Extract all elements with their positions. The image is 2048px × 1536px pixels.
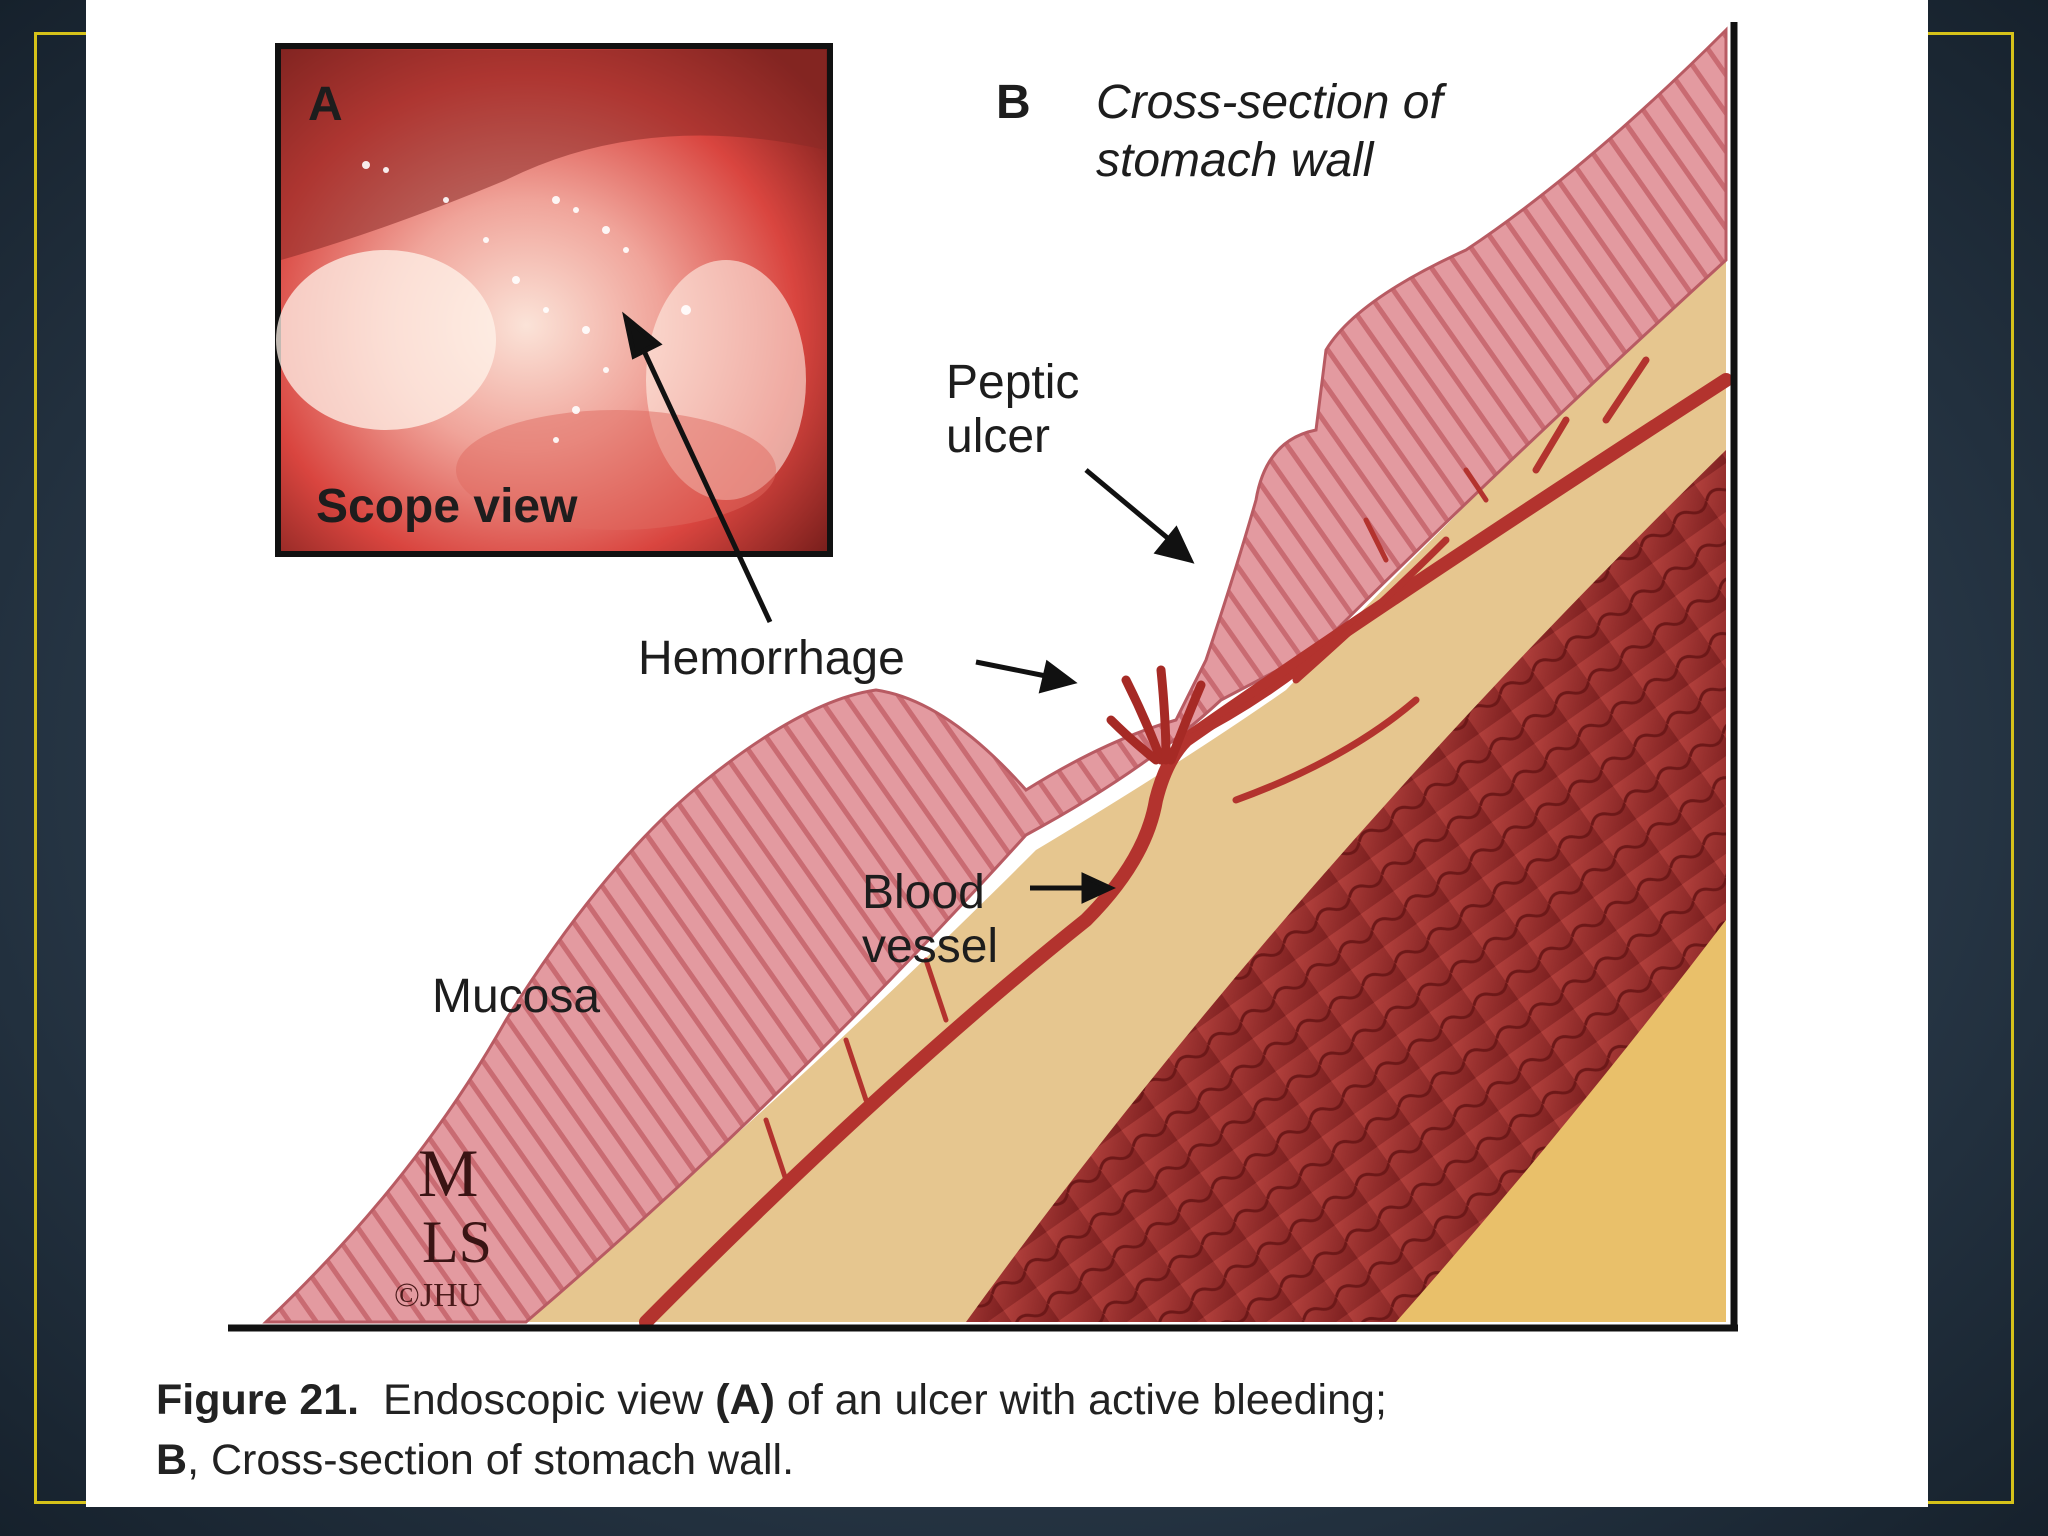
blood-vessel-label-line2: vessel [862,920,998,973]
hemorrhage-spurts [1106,665,1206,765]
caption-line1: Figure 21. Endoscopic view (A) of an ulc… [156,1370,1876,1430]
caption-line2-text: , Cross-section of stomach wall. [187,1436,795,1484]
mucosa-label: Mucosa [432,970,600,1023]
figure-caption: Figure 21. Endoscopic view (A) of an ulc… [156,1370,1876,1490]
annotation-arrows [622,311,1195,904]
panel-a-letter: A [308,78,343,131]
blood-vessel-label-line1: Blood [862,866,985,919]
caption-line2: B, Cross-section of stomach wall. [156,1430,1876,1490]
caption-part2: of an ulcer with active bleeding; [786,1376,1387,1424]
panel-b-letter: B [996,76,1031,129]
figure-illustration: A Scope view [228,22,1738,1332]
caption-part1: Endoscopic view [383,1376,704,1424]
hemorrhage-label: Hemorrhage [638,632,905,685]
stomach-wall-cross-section [228,22,1738,1332]
jhu-watermark: M LS ©JHU [394,1135,492,1314]
slide: A Scope view [86,0,1928,1507]
panel-b-title-line1: Cross-section of [1096,76,1447,129]
watermark-line1: M [418,1135,478,1211]
scope-view-panel: A Scope view [275,43,833,557]
caption-part1-ref: (A) [715,1376,775,1424]
scope-view-label: Scope view [316,480,578,533]
peptic-ulcer-label-line1: Peptic [946,356,1079,409]
caption-line2-ref: B [156,1436,188,1484]
watermark-line3: ©JHU [394,1277,482,1314]
watermark-line2: LS [422,1209,492,1275]
panel-b-title-line2: stomach wall [1096,134,1375,187]
peptic-ulcer-label-line2: ulcer [946,410,1050,463]
caption-figure-label: Figure 21. [156,1376,360,1424]
